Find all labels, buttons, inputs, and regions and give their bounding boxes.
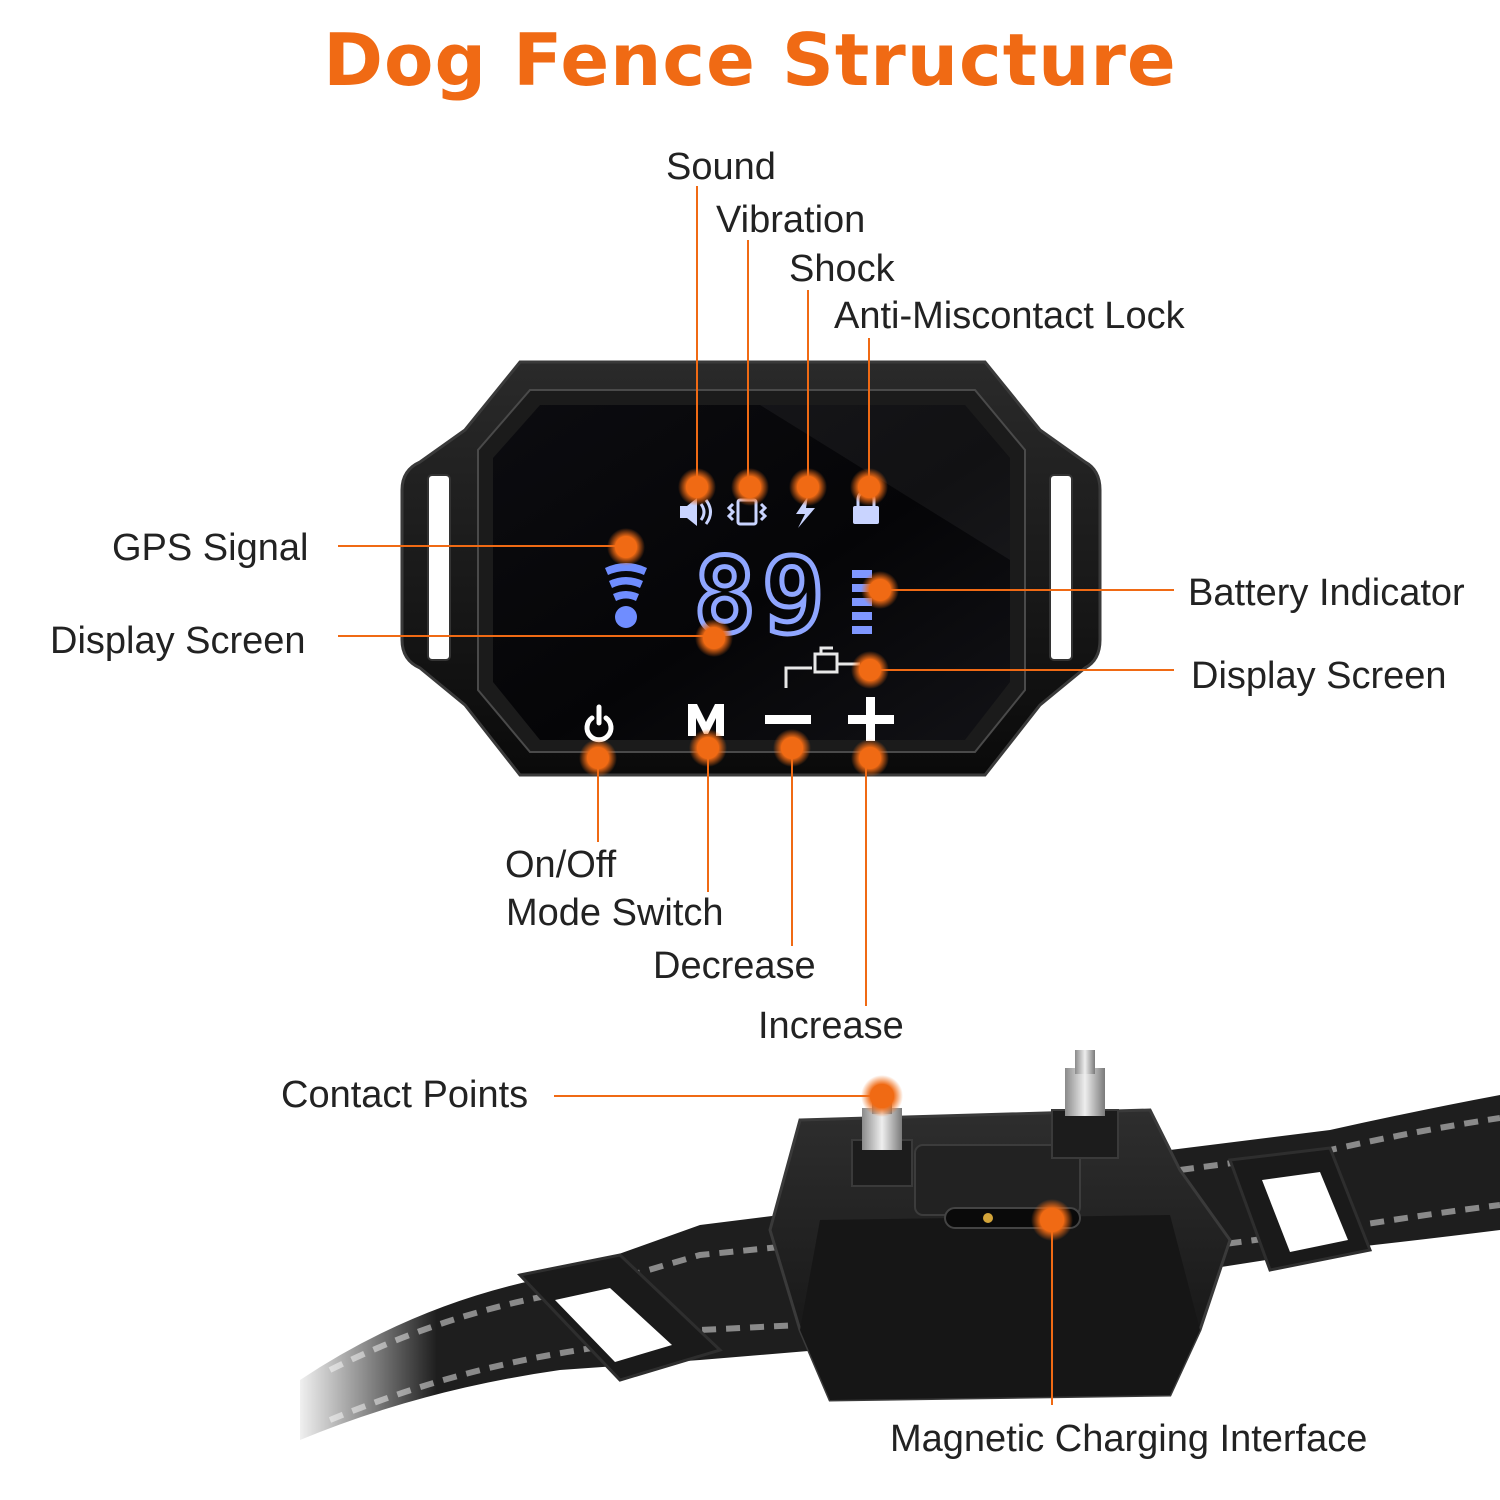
callout-dot	[607, 528, 645, 566]
mode-icon	[688, 704, 724, 736]
label-magnetic-charging-interface: Magnetic Charging Interface	[890, 1418, 1368, 1460]
callout-dot	[579, 739, 617, 777]
callout-dot	[1031, 1199, 1073, 1241]
vibration-icon	[726, 498, 768, 526]
callout-dots	[579, 468, 1073, 1241]
label-display-screen-left: Display Screen	[50, 620, 306, 662]
label-battery-indicator: Battery Indicator	[1188, 572, 1465, 614]
label-anti-miscontact-lock: Anti-Miscontact Lock	[834, 295, 1185, 337]
label-sound: Sound	[666, 146, 776, 188]
label-decrease: Decrease	[653, 945, 816, 987]
callout-dot	[773, 729, 811, 767]
callout-dot	[789, 468, 827, 506]
callout-dot	[678, 468, 716, 506]
page-title: Dog Fence Structure	[323, 18, 1177, 102]
callout-dot	[689, 729, 727, 767]
callout-dot	[861, 1075, 903, 1117]
mode-button[interactable]	[688, 704, 724, 736]
minus-icon	[765, 715, 811, 724]
callout-dot	[851, 651, 889, 689]
label-gps-signal: GPS Signal	[112, 527, 309, 569]
gps-signal-icon	[605, 563, 647, 628]
lightning-icon	[796, 496, 815, 528]
label-vibration: Vibration	[716, 199, 866, 241]
label-increase: Increase	[758, 1005, 904, 1047]
leader-lines	[338, 186, 1174, 1405]
callout-dot	[850, 468, 888, 506]
increase-button[interactable]	[848, 697, 894, 741]
collar-strap-right	[1170, 1095, 1500, 1275]
callout-dot	[731, 468, 769, 506]
callout-dot	[695, 619, 733, 657]
plus-icon	[848, 697, 894, 741]
callout-dot	[861, 571, 899, 609]
strap-slot-right	[1049, 474, 1073, 661]
receiver-unit: 89	[400, 360, 1102, 777]
decrease-button[interactable]	[765, 715, 811, 724]
label-on-off: On/Off	[505, 844, 617, 886]
callout-dot	[851, 739, 889, 777]
collar-unit	[290, 1050, 1500, 1460]
label-mode-switch: Mode Switch	[506, 892, 724, 934]
label-shock: Shock	[789, 248, 895, 290]
label-display-screen-right: Display Screen	[1191, 655, 1447, 697]
strap-slot-left	[427, 474, 451, 661]
contact-point-right	[1051, 1050, 1119, 1159]
label-contact-points: Contact Points	[281, 1074, 529, 1116]
